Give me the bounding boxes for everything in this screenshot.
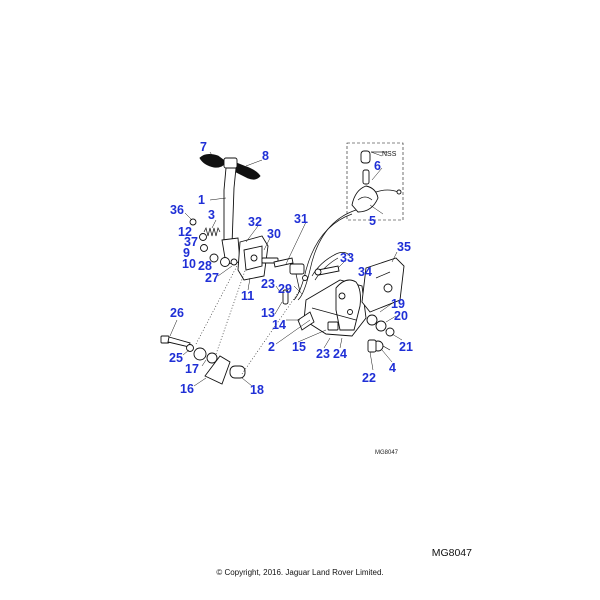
selector-assembly	[346, 142, 404, 221]
washer-25	[186, 344, 194, 352]
callout-27: 27	[205, 271, 219, 285]
lever-bracket	[237, 235, 279, 281]
inner-diagram-code: MG8047	[375, 450, 399, 456]
callout-12: 12	[178, 225, 192, 239]
callout-18: 18	[250, 383, 264, 397]
callout-36: 36	[170, 203, 184, 217]
plate-16	[204, 355, 231, 385]
callout-13: 13	[261, 306, 275, 320]
callout-4: 4	[389, 361, 396, 375]
callout-28: 28	[198, 259, 212, 273]
leader-lines	[169, 151, 403, 387]
callout-29: 29	[278, 282, 292, 296]
callout-8: 8	[262, 149, 269, 163]
callout-25: 25	[169, 351, 183, 365]
callout-31: 31	[294, 212, 308, 226]
callout-3: 3	[208, 208, 215, 222]
bush-17	[193, 347, 218, 364]
bolt-33	[314, 265, 340, 276]
callout-15: 15	[292, 340, 306, 354]
diagram-code: MG8047	[431, 547, 472, 559]
callout-14: 14	[272, 318, 286, 332]
callout-20: 20	[394, 309, 408, 323]
callout-19: 19	[391, 297, 405, 311]
copyright-notice: © Copyright, 2016. Jaguar Land Rover Lim…	[216, 568, 384, 577]
callouts: 7 8 1 36 3 32 12 31 30 37 9 10 28 27 11 …	[169, 140, 413, 397]
callout-10: 10	[182, 257, 196, 271]
callout-26: 26	[170, 306, 184, 320]
nss-label: NSS	[382, 151, 397, 158]
pin-13	[282, 289, 289, 305]
callout-6: 6	[374, 159, 381, 173]
main-bracket	[303, 279, 367, 337]
construction-lines	[195, 263, 301, 375]
callout-1: 1	[198, 193, 205, 207]
callout-33: 33	[340, 251, 354, 265]
callout-34: 34	[358, 265, 372, 279]
bolt-30	[273, 257, 294, 268]
callout-22: 22	[362, 371, 376, 385]
spacer-18	[229, 365, 246, 379]
callout-9: 9	[183, 246, 190, 260]
cable	[293, 209, 357, 301]
callout-23a: 23	[261, 277, 275, 291]
callout-23b: 23	[316, 347, 330, 361]
washers-19-20	[366, 314, 395, 337]
callout-35: 35	[397, 240, 411, 254]
callout-2: 2	[268, 340, 275, 354]
callout-21: 21	[399, 340, 413, 354]
callout-11: 11	[241, 289, 254, 303]
switch-21	[367, 339, 391, 353]
callout-16: 16	[180, 382, 194, 396]
callout-7: 7	[200, 140, 207, 154]
callout-30: 30	[267, 227, 281, 241]
connector-29	[289, 263, 305, 293]
selector-lever	[189, 153, 261, 267]
callout-5: 5	[369, 214, 376, 228]
callout-37: 37	[184, 235, 198, 249]
callout-24: 24	[333, 347, 347, 361]
callout-17: 17	[185, 362, 199, 376]
side-plate	[361, 257, 405, 313]
callout-32: 32	[248, 215, 262, 229]
bolt-26	[160, 335, 191, 348]
